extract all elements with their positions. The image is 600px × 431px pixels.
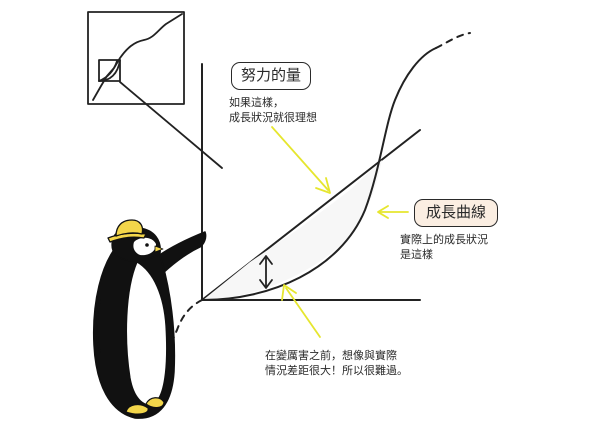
axes — [201, 63, 421, 301]
effort-label: 努力的量 — [231, 62, 311, 90]
effort-note-line-2: 成長狀況就很理想 — [229, 111, 317, 124]
gap-note-line-1: 在變厲害之前，想像與實際 — [265, 349, 397, 362]
inset-zoom-box — [87, 11, 185, 105]
penguin-character — [92, 219, 207, 419]
growth-curve-label: 成長曲線 — [414, 199, 498, 227]
zoom-connector-line — [119, 81, 223, 169]
growth-note: 實際上的成長狀況 是這樣 — [400, 232, 488, 262]
growth-note-line-2: 是這樣 — [400, 248, 433, 261]
actual-growth-curve — [202, 47, 437, 301]
gap-note: 在變厲害之前，想像與實際 情況差距很大！所以很難過。 — [265, 348, 408, 378]
curve-dashed-top — [435, 32, 471, 49]
growth-note-line-1: 實際上的成長狀況 — [400, 233, 488, 246]
gap-double-arrow — [259, 255, 273, 289]
effort-note: 如果這樣， 成長狀況就很理想 — [229, 95, 317, 125]
pointer-arrows — [271, 126, 409, 338]
gap-note-line-2: 情況差距很大！所以很難過。 — [265, 364, 408, 377]
gap-region — [203, 160, 382, 300]
effort-note-line-1: 如果這樣， — [229, 96, 284, 109]
